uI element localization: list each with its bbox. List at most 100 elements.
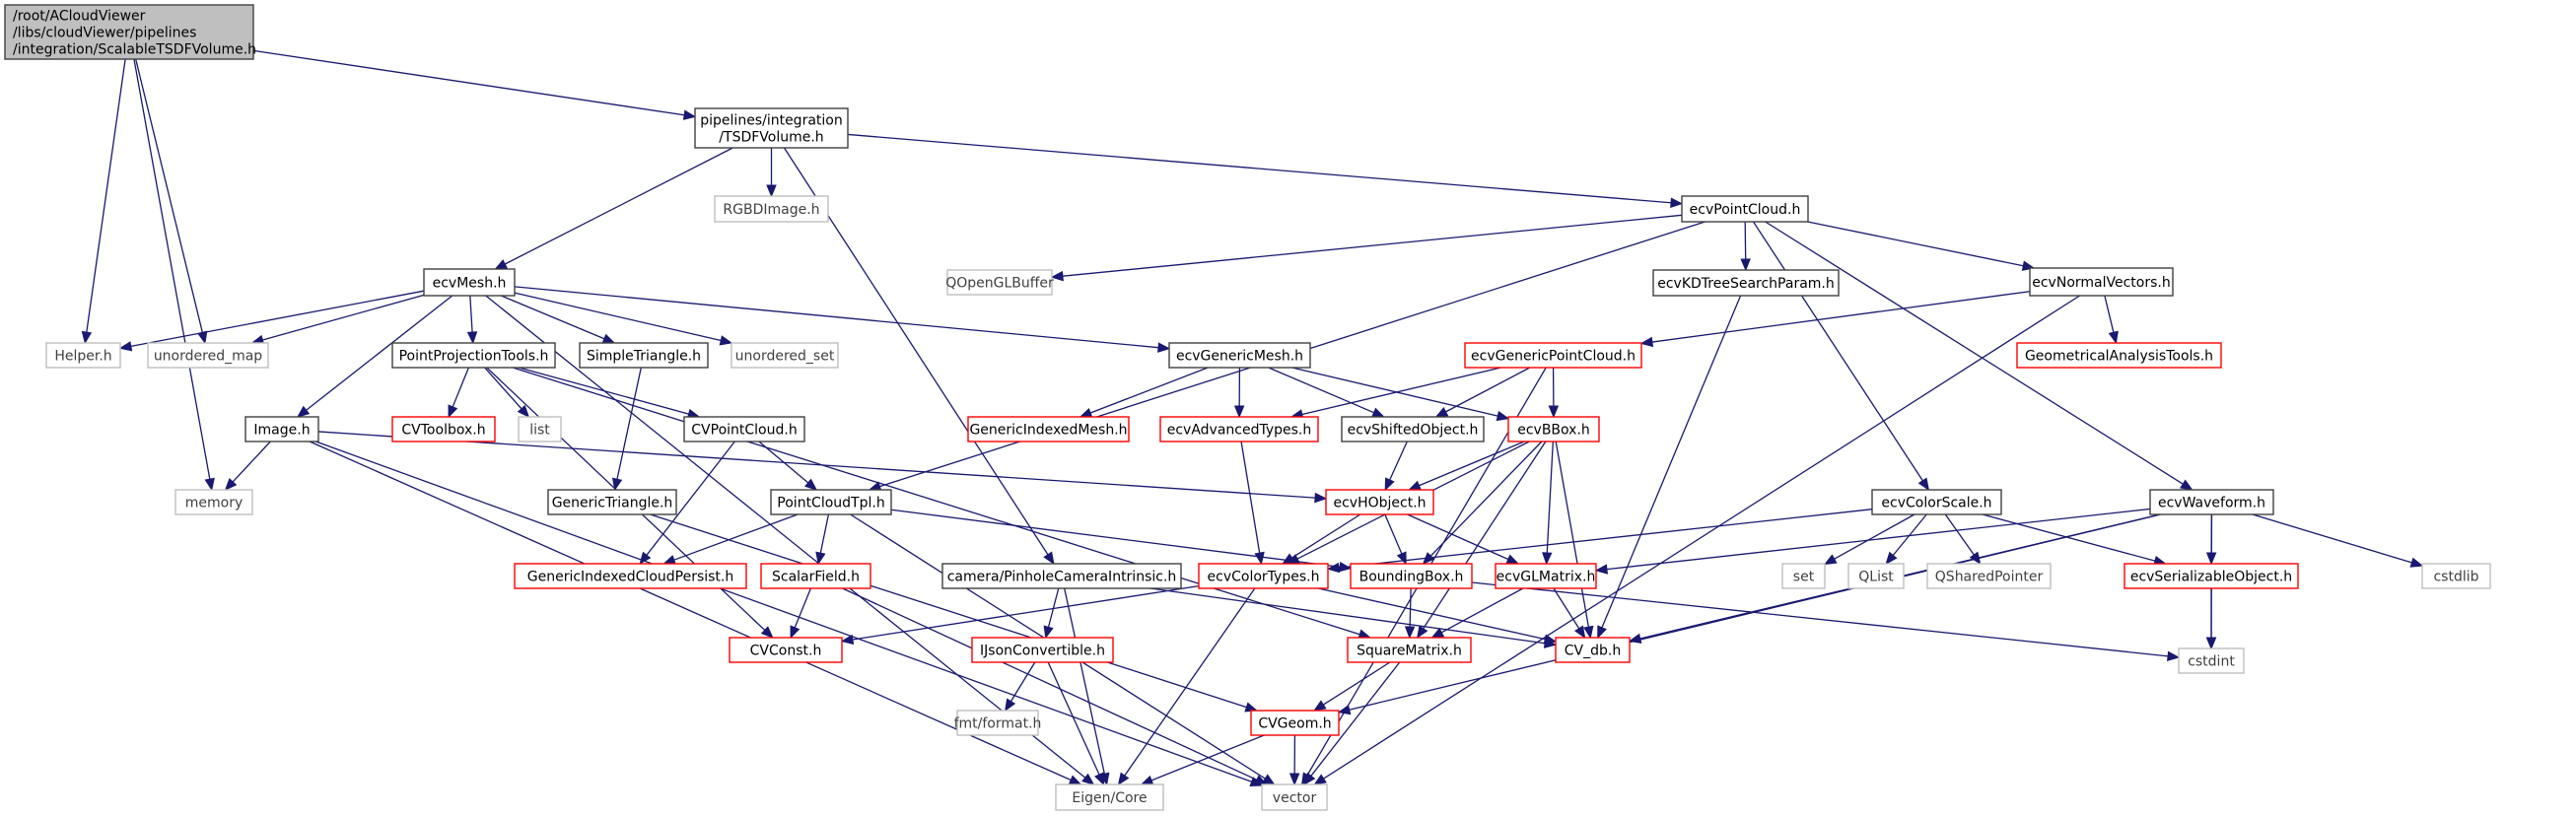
node-gicp[interactable]: GenericIndexedCloudPersist.h	[514, 563, 747, 589]
edge-normals-to-vector	[1313, 295, 2080, 785]
node-label: Eigen/Core	[1072, 790, 1147, 806]
edge-hobject-to-colortypes	[1282, 513, 1361, 565]
node-label: QList	[1858, 570, 1894, 585]
edge-bbox-to-hobject	[1408, 441, 1525, 491]
node-box	[694, 107, 849, 149]
node-fmt: fmt/format.h	[954, 710, 1041, 736]
node-root[interactable]: /root/ACloudViewer/libs/cloudViewer/pipe…	[4, 4, 256, 60]
node-geomtools[interactable]: GeometricalAnalysisTools.h	[2016, 342, 2222, 369]
node-cvpc[interactable]: CVPointCloud.h	[683, 416, 805, 442]
edge-line	[1149, 587, 1546, 645]
node-genidxmesh[interactable]: GenericIndexedMesh.h	[967, 416, 1130, 442]
node-tsdf[interactable]: pipelines/integration/TSDFVolume.h	[694, 107, 849, 149]
edge-line	[133, 58, 211, 480]
node-box	[1926, 563, 2052, 589]
node-squarematrix[interactable]: SquareMatrix.h	[1347, 637, 1472, 663]
edge-line	[758, 441, 809, 484]
edge-ecvmesh-to-umap	[250, 294, 425, 345]
edge-ecvmesh-to-image	[296, 295, 453, 418]
edge-line	[485, 295, 1086, 779]
node-shifted[interactable]: ecvShiftedObject.h	[1341, 416, 1485, 442]
node-box	[1555, 637, 1631, 663]
arrowhead-icon	[1254, 551, 1265, 566]
edge-colorscale-to-serializable	[1982, 513, 2167, 567]
node-waveform[interactable]: ecvWaveform.h	[2149, 489, 2274, 515]
edge-pctpl-to-scalarfield	[815, 513, 830, 566]
arrowhead-icon	[1337, 704, 1352, 715]
edge-line	[86, 58, 126, 333]
node-box	[770, 489, 892, 515]
node-simpletri[interactable]: SimpleTriangle.h	[579, 342, 709, 369]
node-box	[714, 195, 829, 223]
node-label: QSharedPointer	[1935, 570, 2044, 585]
node-pinhole[interactable]: camera/PinholeCameraIntrinsic.h	[941, 563, 1182, 589]
node-box	[956, 710, 1039, 736]
node-cvdb[interactable]: CV_db.h	[1555, 637, 1631, 663]
node-ppt[interactable]: PointProjectionTools.h	[391, 342, 556, 369]
node-box	[1507, 416, 1600, 442]
node-genmesh[interactable]: ecvGenericMesh.h	[1168, 342, 1311, 369]
node-label: GenericTriangle.h	[552, 496, 673, 511]
node-box	[683, 416, 805, 442]
edge-line	[1429, 441, 1543, 557]
node-advtypes[interactable]: ecvAdvancedTypes.h	[1159, 416, 1319, 442]
node-ecvmesh[interactable]: ecvMesh.h	[423, 268, 516, 297]
arrowhead-icon	[803, 478, 818, 491]
edge-line	[650, 513, 1247, 709]
node-label: Image.h	[253, 423, 310, 439]
node-label: ScalarField.h	[772, 570, 860, 585]
node-ijson[interactable]: IJsonConvertible.h	[971, 637, 1114, 663]
node-hobject[interactable]: ecvHObject.h	[1325, 489, 1434, 515]
node-bbox[interactable]: ecvBBox.h	[1507, 416, 1600, 442]
node-colortypes[interactable]: ecvColorTypes.h	[1198, 563, 1329, 589]
edge-pctpl-to-gicp	[662, 513, 799, 565]
node-serializable[interactable]: ecvSerializableObject.h	[2123, 563, 2299, 589]
node-pctpl[interactable]: PointCloudTpl.h	[770, 489, 892, 515]
edge-serializable-to-cstdint	[2205, 588, 2217, 650]
arrowhead-icon	[224, 478, 238, 491]
edge-scalarfield-to-cvconst	[790, 587, 812, 640]
node-label: CV_db.h	[1565, 644, 1621, 659]
edge-ecvpc-to-waveform	[1765, 221, 2193, 491]
node-cvtoolbox[interactable]: CVToolbox.h	[391, 416, 496, 442]
node-label: memory	[185, 496, 244, 511]
node-cvconst[interactable]: CVConst.h	[729, 637, 843, 663]
node-rgbd: RGBDImage.h	[714, 195, 829, 223]
edge-line	[1744, 221, 1747, 260]
node-glmatrix[interactable]: ecvGLMatrix.h	[1495, 563, 1597, 589]
node-gentri[interactable]: GenericTriangle.h	[547, 489, 677, 515]
arrowhead-icon	[2409, 557, 2424, 568]
arrowhead-icon	[766, 184, 777, 198]
node-set: set	[1781, 563, 1826, 589]
arrowhead-icon	[1157, 342, 1171, 353]
edge-waveform-to-cvgeom	[1337, 513, 2161, 715]
edge-line	[315, 441, 1252, 782]
node-label: ecvHObject.h	[1333, 496, 1426, 511]
node-scalarfield[interactable]: ScalarField.h	[760, 563, 871, 589]
edge-line	[306, 295, 453, 411]
edge-line	[1440, 587, 1524, 634]
node-boundingbox[interactable]: BoundingBox.h	[1350, 563, 1473, 589]
arrowhead-icon	[1050, 270, 1064, 282]
arrowhead-icon	[1740, 258, 1751, 272]
edge-root-to-umap	[135, 58, 208, 345]
node-genpc[interactable]: ecvGenericPointCloud.h	[1464, 342, 1642, 369]
node-colorscale[interactable]: ecvColorScale.h	[1871, 489, 2002, 515]
node-image[interactable]: Image.h	[244, 416, 319, 442]
edge-cvpc-to-pctpl	[758, 441, 818, 491]
edge-line	[852, 584, 1200, 641]
node-kdtree[interactable]: ecvKDTreeSearchParam.h	[1652, 269, 1840, 297]
edge-line	[1240, 441, 1261, 554]
edge-simpletri-to-gentri	[611, 367, 642, 492]
node-qglbuf: QOpenGLBuffer	[945, 269, 1054, 296]
edge-line	[1982, 513, 2156, 562]
node-normals[interactable]: ecvNormalVectors.h	[2029, 267, 2174, 297]
node-ecvpc[interactable]: ecvPointCloud.h	[1681, 195, 1809, 223]
edge-line	[673, 513, 799, 561]
node-label: /libs/cloudViewer/pipelines	[13, 26, 196, 41]
arrowhead-icon	[1043, 551, 1055, 566]
node-box	[1159, 416, 1319, 442]
arrowhead-icon	[448, 404, 458, 419]
node-cvgeom[interactable]: CVGeom.h	[1250, 710, 1340, 736]
